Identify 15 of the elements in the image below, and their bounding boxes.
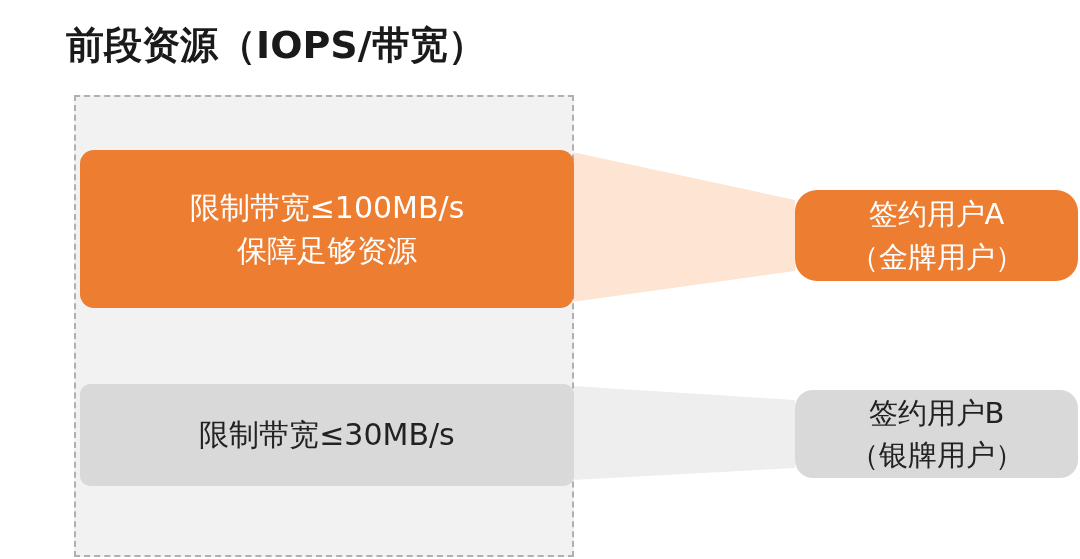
connector-band (572, 386, 795, 480)
highlight-box (80, 150, 574, 308)
box-label: （银牌用户） (849, 437, 1024, 474)
box-label: 签约用户B (868, 394, 1005, 432)
box-label: 限制带宽≤30MB/s (199, 416, 455, 455)
process-box (795, 390, 1078, 478)
process-box (80, 384, 574, 486)
title: 前段资源（IOPS/带宽） (66, 22, 486, 69)
highlight-box (795, 190, 1078, 281)
box-label: 保障足够资源 (237, 232, 417, 270)
box-label: 限制带宽≤100MB/s (189, 188, 465, 227)
box-label: （金牌用户） (849, 238, 1024, 276)
dashed-frame (74, 95, 574, 557)
box-label: 签约用户A (868, 196, 1005, 234)
connector-band (572, 152, 795, 302)
